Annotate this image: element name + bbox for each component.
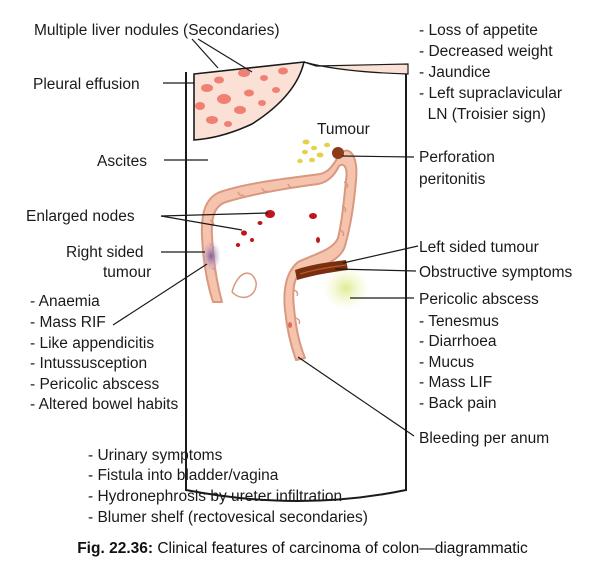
list-general: - Loss of appetite - Decreased weight - … [419, 22, 562, 123]
label-liver-nodules: Multiple liver nodules (Secondaries) [34, 22, 280, 39]
list-item: - Pericolic abscess [30, 376, 159, 393]
left-sided-tumour-highlight [299, 264, 347, 275]
label-tumour: Tumour [317, 121, 370, 138]
label-pericolic-abscess: Pericolic abscess [419, 291, 539, 308]
leader-lines [112, 38, 419, 437]
liver-nodules [195, 67, 288, 127]
label-perforation-2: peritonitis [419, 171, 486, 188]
list-item: - Loss of appetite [419, 22, 538, 39]
list-bottom: - Urinary symptoms - Fistula into bladde… [88, 447, 368, 526]
caption-text: Clinical features of carcinoma of colon—… [153, 540, 528, 557]
list-item: - Hydronephrosis by ureter infiltration [88, 488, 342, 505]
list-item: - Mass LIF [419, 374, 492, 391]
list-item: - Blumer shelf (rectovesical secondaries… [88, 509, 368, 526]
figure-caption: Fig. 22.36: Clinical features of carcino… [0, 540, 605, 558]
label-enlarged-nodes: Enlarged nodes [26, 208, 135, 225]
list-item: - Tenesmus [419, 313, 499, 330]
label-ascites: Ascites [97, 153, 147, 170]
label-pleural-effusion: Pleural effusion [33, 76, 140, 93]
colon [200, 149, 358, 361]
list-item: - Like appendicitis [30, 335, 154, 352]
list-item: - Mucus [419, 354, 474, 371]
list-item: - Urinary symptoms [88, 447, 223, 464]
small-bowel-loop [231, 272, 257, 299]
label-perforation-1: Perforation [419, 149, 495, 166]
perforation-seeds [297, 139, 330, 164]
abdomen-outline [185, 72, 407, 502]
list-item: LN (Troisier sign) [419, 106, 546, 123]
list-item: - Jaundice [419, 64, 491, 81]
left-sided-tumour [295, 260, 348, 280]
list-left-sided: - Tenesmus - Diarrhoea - Mucus - Mass LI… [419, 313, 499, 412]
label-left-sided-tumour: Left sided tumour [419, 239, 539, 256]
list-item: - Altered bowel habits [30, 396, 178, 413]
label-right-sided-2: tumour [103, 264, 151, 281]
pleural-effusion [303, 61, 409, 75]
list-item: - Anaemia [30, 293, 100, 310]
right-sided-tumour [201, 240, 221, 272]
transverse-tumour [332, 147, 344, 159]
label-obstructive: Obstructive symptoms [419, 264, 573, 281]
list-right-sided: - Anaemia - Mass RIF - Like appendicitis… [30, 293, 178, 413]
pericolic-abscess-glow [322, 266, 370, 310]
enlarged-nodes [235, 210, 320, 328]
list-item: - Left supraclavicular [419, 85, 562, 102]
list-item: - Back pain [419, 395, 497, 412]
caption-prefix: Fig. 22.36: [77, 540, 154, 557]
list-item: - Intussusception [30, 355, 147, 372]
list-item: - Decreased weight [419, 43, 553, 60]
label-right-sided-1: Right sided [66, 244, 144, 261]
label-bleeding: Bleeding per anum [419, 430, 549, 447]
list-item: - Diarrhoea [419, 333, 497, 350]
list-item: - Mass RIF [30, 314, 106, 331]
list-item: - Fistula into bladder/vagina [88, 467, 279, 484]
